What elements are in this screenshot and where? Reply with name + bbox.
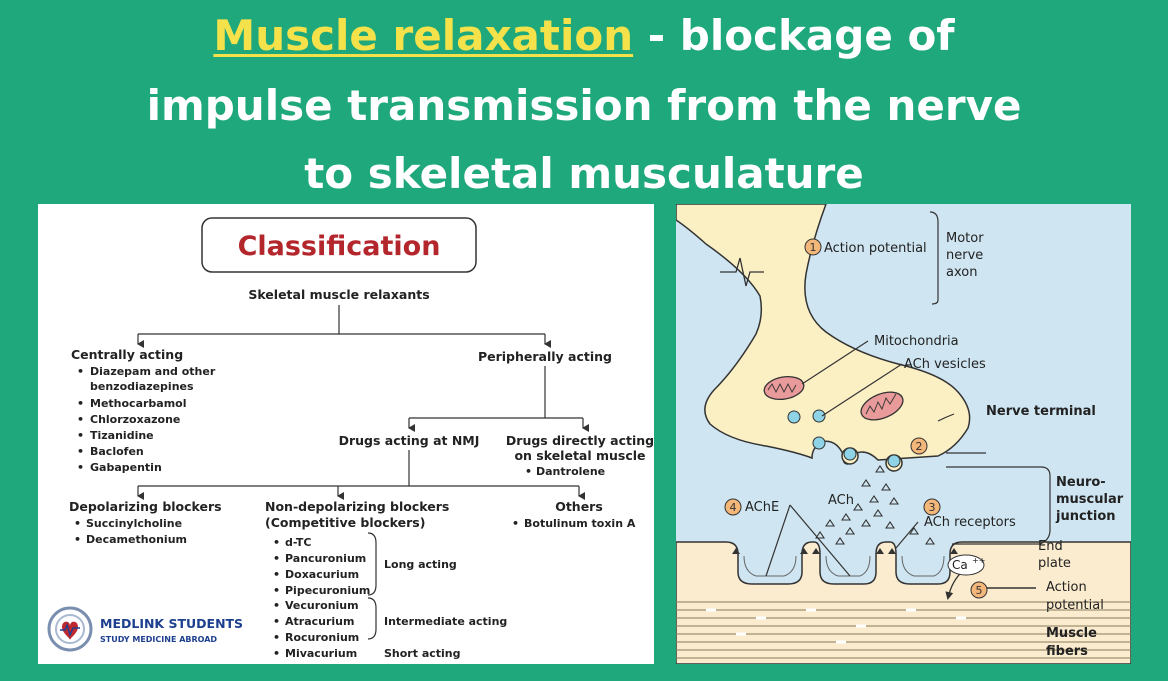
nmj-diagram-panel: 1 2 3 4 5 Action potential Motor nerve a… — [675, 203, 1132, 665]
label-ach-receptors: ACh receptors — [924, 515, 1016, 530]
svg-text:•: • — [273, 568, 280, 581]
label-end: End — [1038, 539, 1063, 554]
nondep-item: Mivacurium — [285, 647, 357, 660]
root-label: Skeletal muscle relaxants — [248, 287, 429, 302]
ca-bubble — [947, 554, 985, 576]
nondep-label-1: Non-depolarizing blockers — [265, 499, 449, 514]
title-line3: to skeletal musculature — [304, 149, 864, 198]
title-line2: impulse transmission from the nerve — [146, 81, 1022, 130]
central-item: Chlorzoxazone — [90, 413, 180, 426]
label-nmj-2: muscular — [1056, 492, 1124, 507]
peripheral-label: Peripherally acting — [478, 349, 612, 364]
svg-text:•: • — [77, 413, 84, 426]
step-4: 4 — [730, 501, 737, 514]
tree-connectors — [137, 305, 589, 640]
title-line1-rest: - blockage of — [633, 11, 955, 60]
label-mitochondria: Mitochondria — [874, 334, 959, 349]
depolarizing-label: Depolarizing blockers — [69, 499, 222, 514]
nondep-label-2: (Competitive blockers) — [265, 515, 425, 530]
svg-text:•: • — [74, 533, 81, 546]
direct-item: Dantrolene — [536, 465, 605, 478]
nondep-item: d-TC — [285, 536, 311, 549]
central-item: Tizanidine — [90, 429, 154, 442]
classification-title-box — [201, 217, 477, 273]
label-fibers: fibers — [1046, 644, 1088, 659]
nondep-item: Doxacurium — [285, 568, 359, 581]
nondep-item: Rocuronium — [285, 631, 359, 644]
others-item: Botulinum toxin A — [524, 517, 636, 530]
step-2: 2 — [916, 440, 923, 453]
ach-molecules — [814, 465, 936, 545]
logo-name: MEDLINK STUDENTS — [100, 616, 243, 631]
depolarizing-item: Decamethonium — [86, 533, 187, 546]
svg-text:•: • — [273, 631, 280, 644]
svg-text:•: • — [273, 599, 280, 612]
label-potential: potential — [1046, 598, 1104, 613]
action-potential-symbol — [720, 257, 764, 287]
label-ach-vesicles: ACh vesicles — [904, 357, 986, 372]
classification-panel: Classification Skeletal muscle relaxants… — [38, 204, 654, 664]
nondep-item: Pipecuronium — [285, 584, 370, 597]
label-nmj-1: Neuro- — [1056, 475, 1106, 490]
label-ach: ACh — [828, 493, 854, 508]
label-action: Action — [1046, 580, 1087, 595]
depolarizing-item: Succinylcholine — [86, 517, 182, 530]
label-axon: axon — [946, 265, 977, 280]
central-item: benzodiazepines — [90, 380, 194, 393]
group-long: Long acting — [384, 558, 457, 571]
svg-text:•: • — [77, 429, 84, 442]
label-ca: Ca — [952, 558, 968, 572]
ach-vesicles — [787, 409, 826, 450]
label-ache: AChE — [745, 500, 779, 515]
classification-title: Classification — [238, 231, 441, 262]
label-nerve-terminal: Nerve terminal — [986, 404, 1096, 419]
label-leaders — [765, 211, 1051, 577]
nondep-item: Atracurium — [285, 615, 354, 628]
logo-tagline: STUDY MEDICINE ABROAD — [100, 635, 217, 644]
label-plate: plate — [1038, 556, 1071, 571]
svg-text:•: • — [273, 647, 280, 660]
muscle-fiber-region — [675, 541, 1132, 665]
svg-text:•: • — [273, 584, 280, 597]
label-motor: Motor — [946, 231, 984, 246]
svg-text:•: • — [77, 397, 84, 410]
svg-text:•: • — [77, 365, 84, 378]
svg-text:•: • — [273, 615, 280, 628]
label-nerve: nerve — [946, 248, 983, 263]
mitochondria — [763, 375, 904, 421]
label-action-potential: Action potential — [824, 241, 927, 256]
svg-text:•: • — [512, 517, 519, 530]
svg-text:•: • — [77, 461, 84, 474]
svg-text:•: • — [273, 536, 280, 549]
group-short: Short acting — [384, 647, 461, 660]
step-5: 5 — [976, 584, 983, 597]
label-muscle: Muscle — [1046, 626, 1097, 641]
svg-text:•: • — [273, 552, 280, 565]
central-item: Baclofen — [90, 445, 144, 458]
nondep-item: Pancuronium — [285, 552, 366, 565]
central-item: Diazepam and other — [90, 365, 216, 378]
central-label: Centrally acting — [71, 347, 183, 362]
svg-text:•: • — [77, 445, 84, 458]
direct-label-2: on skeletal muscle — [514, 448, 645, 463]
step-1: 1 — [810, 241, 817, 254]
label-ca-sup: ++ — [972, 556, 985, 565]
title-highlight: Muscle relaxation — [213, 11, 634, 60]
svg-text:•: • — [525, 465, 532, 478]
group-intermediate: Intermediate acting — [384, 615, 507, 628]
step-3: 3 — [929, 501, 936, 514]
central-item: Gabapentin — [90, 461, 162, 474]
direct-label-1: Drugs directly acting — [506, 433, 654, 448]
medlink-logo: MEDLINK STUDENTS STUDY MEDICINE ABROAD — [47, 606, 243, 652]
nmj-label: Drugs acting at NMJ — [339, 433, 480, 448]
svg-text:•: • — [74, 517, 81, 530]
page-title: Muscle relaxation - blockage of — [0, 12, 1168, 60]
central-item: Methocarbamol — [90, 397, 187, 410]
label-nmj-3: junction — [1055, 509, 1116, 524]
others-label: Others — [555, 499, 603, 514]
nondep-item: Vecuronium — [285, 599, 359, 612]
